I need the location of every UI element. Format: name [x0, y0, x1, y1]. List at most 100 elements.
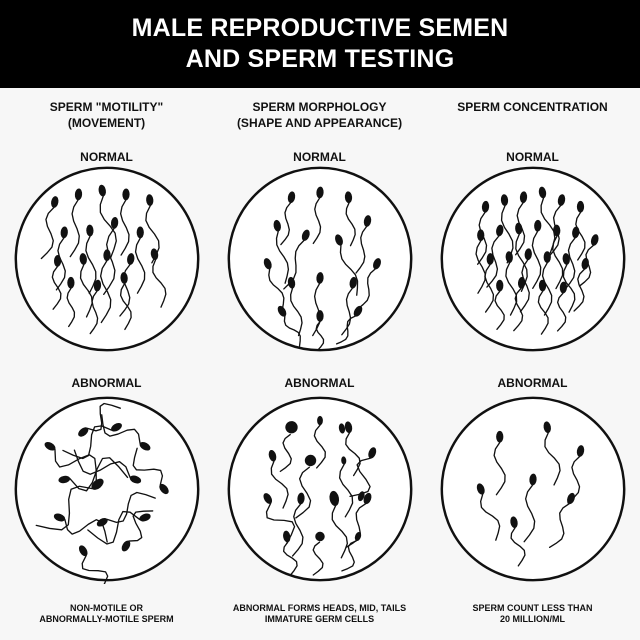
sperm-cell: [312, 272, 324, 337]
sperm-cell: [355, 215, 372, 274]
abnormal-label: ABNORMAL: [284, 376, 355, 390]
caption-line-1: NON-MOTILE OR: [70, 603, 143, 613]
abnormal-label: ABNORMAL: [71, 376, 142, 390]
sperm-cell: [121, 510, 154, 552]
sperm-cell: [562, 253, 576, 313]
sperm-cell: [78, 402, 121, 437]
title-banner: MALE REPRODUCTIVE SEMEN AND SPERM TESTIN…: [0, 0, 640, 88]
sperm-cell: [51, 255, 62, 310]
sperm-cell: [98, 184, 117, 259]
sperm-cell: [279, 421, 298, 473]
sperm-cell: [69, 188, 83, 258]
petri-dish-illustration: [227, 166, 413, 352]
sperm-cell: [44, 441, 97, 483]
sperm-cell: [277, 305, 301, 347]
sperm-cell: [341, 531, 362, 572]
dish-outline: [440, 396, 626, 582]
sperm-cell: [79, 253, 93, 318]
sperm-cell: [475, 229, 486, 294]
sperm-cell: [510, 516, 526, 567]
dish-outline: [227, 166, 413, 352]
sperm-cell: [338, 456, 354, 518]
dish-morphology-abnormal: [225, 394, 415, 584]
sperm-cell: [313, 415, 326, 469]
sperm-cell: [519, 248, 532, 313]
title-line-2: AND SPERM TESTING: [185, 45, 455, 73]
column-concentration: SPERM CONCENTRATION NORMAL ABNORMAL SPER…: [426, 0, 639, 640]
sperm-cell: [344, 191, 356, 247]
sperm-cell: [119, 188, 130, 256]
dish-morphology-normal: [225, 164, 415, 354]
column-heading-line-1: SPERM "MOTILITY": [49, 100, 164, 114]
sperm-cell: [575, 200, 586, 261]
sperm-cell: [287, 276, 303, 337]
petri-dish-illustration: [14, 396, 200, 584]
column-motility: SPERM "MOTILITY" (MOVEMENT) NORMAL ABNOR…: [0, 0, 213, 640]
sperm-cell: [573, 257, 589, 312]
sperm-cell: [280, 191, 296, 246]
sperm-cell: [55, 226, 68, 291]
sperm-cell: [486, 224, 504, 288]
sperm-cell: [493, 430, 506, 496]
normal-label: NORMAL: [293, 150, 346, 164]
column-heading-line-1: SPERM CONCENTRATION: [457, 100, 608, 114]
caption: ABNORMAL FORMS HEADS, MID, TAILS IMMATUR…: [213, 603, 426, 625]
sperm-cell: [513, 276, 526, 332]
dish-concentration-normal: [438, 164, 628, 354]
caption-line-1: ABNORMAL FORMS HEADS, MID, TAILS: [232, 603, 407, 613]
caption-line-2: ABNORMALLY-MOTILE SPERM: [39, 614, 174, 624]
sperm-cell: [329, 490, 349, 559]
sperm-cell: [556, 281, 568, 332]
sperm-cell: [282, 530, 298, 577]
petri-dish-illustration: [227, 396, 413, 582]
sperm-cell: [268, 449, 289, 509]
sperm-cell: [537, 279, 549, 335]
sperm-cell: [273, 219, 290, 284]
sperm-cell: [335, 305, 363, 345]
sperm-cell: [73, 449, 142, 484]
dish-outline: [440, 166, 626, 352]
sperm-cell: [119, 272, 132, 331]
sperm-cell: [312, 186, 324, 245]
caption-line-1: SPERM COUNT LESS THAN: [472, 603, 593, 613]
sperm-cell: [40, 196, 59, 260]
column-heading: SPERM "MOTILITY" (MOVEMENT): [0, 99, 213, 131]
normal-label: NORMAL: [80, 150, 133, 164]
sperm-cell: [494, 279, 505, 330]
sperm-cell: [103, 217, 119, 296]
column-heading-line-1: SPERM MORPHOLOGY: [252, 100, 387, 114]
normal-label: NORMAL: [506, 150, 559, 164]
petri-dish-illustration: [440, 396, 626, 582]
sperm-cell: [35, 478, 104, 531]
sperm-cell: [477, 200, 490, 265]
sperm-cell: [312, 531, 325, 576]
sperm-cell: [552, 224, 564, 290]
sperm-cell: [263, 493, 296, 545]
sperm-cell: [85, 224, 97, 294]
sperm-cell: [87, 510, 151, 545]
abnormal-label: ABNORMAL: [497, 376, 568, 390]
dish-outline: [14, 396, 200, 582]
sperm-cell: [53, 513, 108, 543]
dish-outline: [227, 396, 413, 582]
column-heading: SPERM MORPHOLOGY (SHAPE AND APPEARANCE): [213, 99, 426, 131]
petri-dish-illustration: [14, 166, 200, 352]
sperm-cell: [335, 234, 359, 296]
sperm-cell: [101, 414, 151, 451]
sperm-cell: [505, 251, 518, 316]
sperm-cell: [543, 421, 561, 486]
dish-concentration-abnormal: [438, 394, 628, 584]
column-heading: SPERM CONCENTRATION: [426, 99, 639, 115]
sperm-cell: [564, 226, 580, 291]
sperm-cell: [357, 258, 381, 310]
sperm-cell: [578, 234, 599, 287]
column-morphology: SPERM MORPHOLOGY (SHAPE AND APPEARANCE) …: [213, 0, 426, 640]
sperm-cell: [58, 457, 129, 492]
petri-dish-illustration: [440, 166, 626, 352]
dish-motility-normal: [12, 164, 202, 354]
sperm-cell: [315, 310, 325, 351]
sperm-cell: [515, 222, 528, 292]
sperm-cell: [78, 545, 109, 584]
sperm-cell: [263, 258, 285, 311]
sperm-cell: [89, 279, 102, 335]
